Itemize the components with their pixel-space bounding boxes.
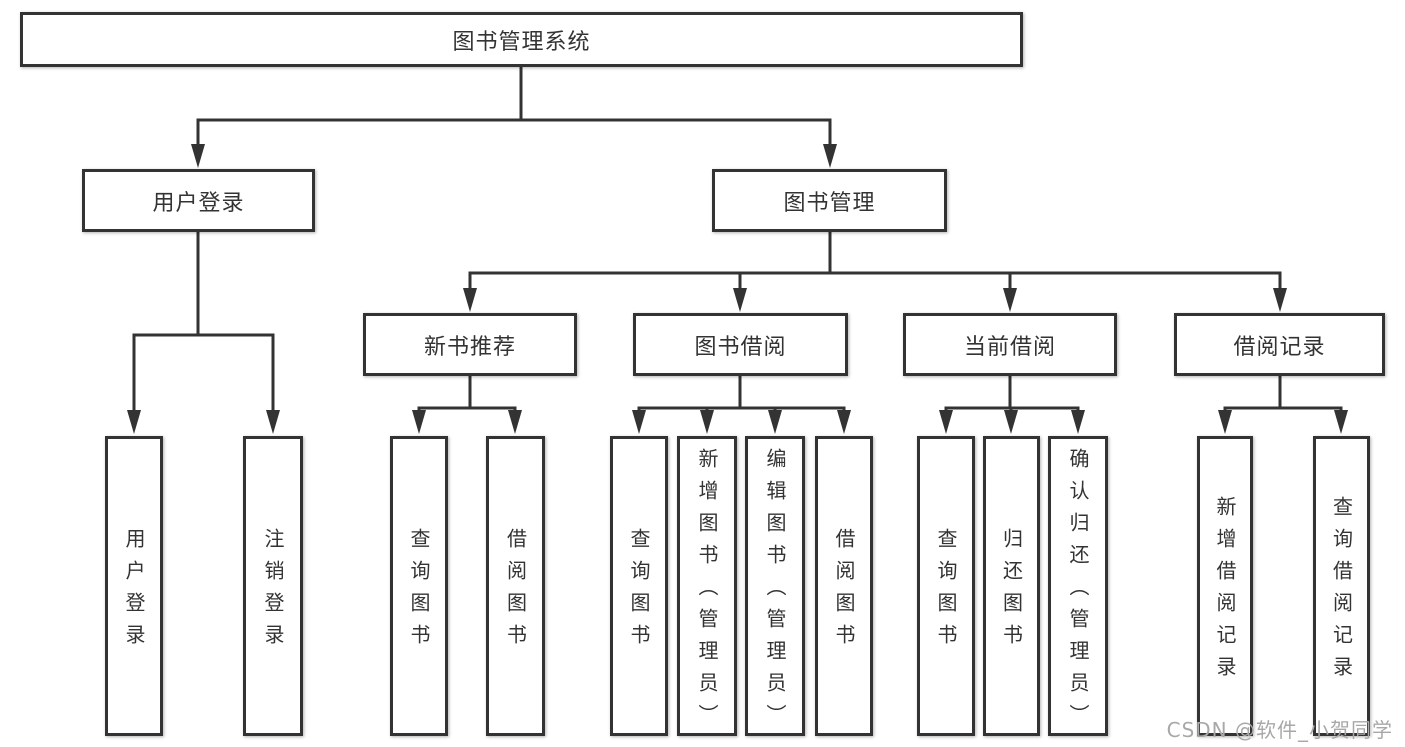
leaf-label: 确认归还（管理员） (1066, 448, 1090, 736)
node-current-borrowing: 当前借阅 (903, 313, 1117, 376)
leaf-user-login: 用户登录 (105, 436, 163, 736)
leaf-edit-books-admin: 编辑图书（管理员） (745, 436, 805, 736)
leaf-label: 查询图书 (407, 528, 431, 656)
leaf-label: 注销登录 (261, 528, 285, 656)
leaf-label: 新增借阅记录 (1213, 496, 1237, 688)
leaf-label: 查询借阅记录 (1329, 496, 1354, 688)
node-label: 新书推荐 (423, 334, 516, 360)
node-new-book-recommendation: 新书推荐 (363, 313, 577, 376)
node-book-management: 图书管理 (712, 169, 947, 232)
leaf-label: 用户登录 (122, 528, 146, 656)
node-label: 图书管理系统 (452, 29, 591, 55)
node-label: 借阅记录 (1233, 334, 1326, 360)
node-label: 当前借阅 (963, 334, 1056, 360)
node-library-management-system: 图书管理系统 (20, 12, 1023, 67)
leaf-confirm-return-admin: 确认归还（管理员） (1048, 436, 1108, 736)
node-label: 图书借阅 (694, 334, 787, 360)
leaf-query-books-borrowing: 查询图书 (610, 436, 668, 736)
leaf-label: 归还图书 (999, 528, 1024, 656)
leaf-label: 编辑图书（管理员） (763, 448, 787, 736)
leaf-add-borrow-record: 新增借阅记录 (1197, 436, 1253, 736)
leaf-borrow-books-borrowing: 借阅图书 (815, 436, 873, 736)
leaf-label: 借阅图书 (503, 528, 528, 656)
leaf-query-borrow-record: 查询借阅记录 (1313, 436, 1370, 736)
leaf-add-books-admin: 新增图书（管理员） (677, 436, 737, 736)
leaf-borrow-books-new-book: 借阅图书 (486, 436, 545, 736)
leaf-logout: 注销登录 (243, 436, 303, 736)
leaf-query-books-current: 查询图书 (917, 436, 975, 736)
node-label: 图书管理 (783, 190, 876, 216)
leaf-label: 查询图书 (627, 528, 651, 656)
node-book-borrowing: 图书借阅 (633, 313, 848, 376)
node-borrowing-records: 借阅记录 (1174, 313, 1385, 376)
leaf-label: 借阅图书 (832, 528, 856, 656)
leaf-query-books-new-book: 查询图书 (390, 436, 448, 736)
csdn-watermark: CSDN @软件_小贺同学 (1166, 718, 1393, 742)
node-label: 用户登录 (152, 190, 245, 216)
node-user-login: 用户登录 (82, 169, 315, 232)
leaf-return-books: 归还图书 (983, 436, 1040, 736)
leaf-label: 查询图书 (934, 528, 958, 656)
leaf-label: 新增图书（管理员） (695, 448, 719, 736)
